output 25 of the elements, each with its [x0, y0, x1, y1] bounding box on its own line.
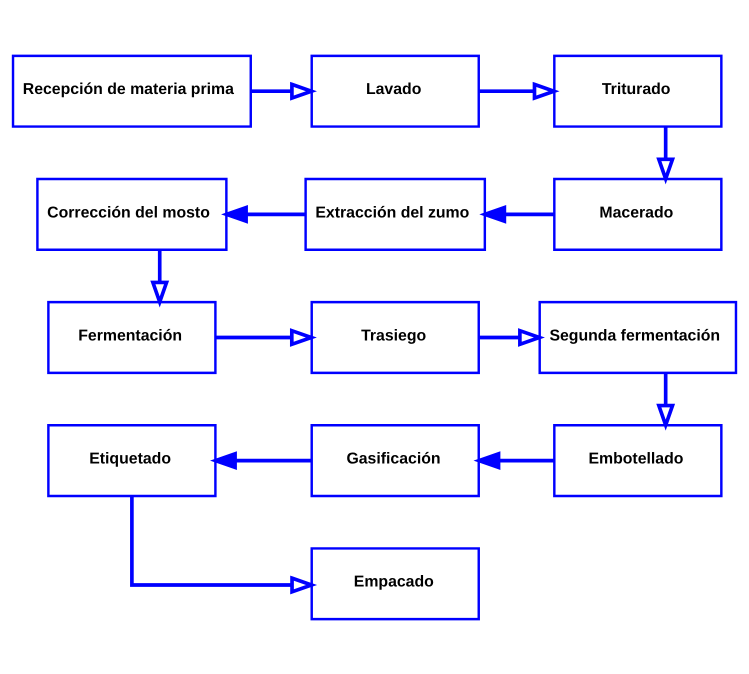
node-box: Triturado: [553, 54, 723, 128]
arrow: [210, 450, 312, 470]
arrow: [479, 204, 554, 224]
arrow: [479, 328, 545, 346]
arrow: [221, 204, 306, 224]
arrow: [250, 81, 317, 100]
node-box: Corrección del mosto: [36, 177, 228, 250]
node-box: Lavado: [310, 54, 480, 128]
arrow: [656, 126, 676, 184]
arrow: [150, 249, 170, 307]
arrow: [479, 81, 560, 100]
arrow: [130, 496, 318, 594]
node-box: Embotellado: [553, 424, 723, 497]
node-box: Extracción del zumo: [304, 177, 486, 250]
arrow: [216, 328, 317, 346]
node-box: Trasiego: [310, 300, 480, 374]
node-box: Macerado: [553, 177, 723, 250]
node-box: Etiquetado: [47, 424, 217, 497]
node-box: Recepción de materia prima: [12, 54, 252, 128]
node-box: Segunda fermentación: [538, 300, 738, 374]
arrow: [656, 372, 676, 430]
arrow: [474, 450, 554, 470]
node-box: Fermentación: [47, 300, 217, 374]
node-box: Gasificación: [310, 424, 480, 497]
node-box: Empacado: [310, 546, 480, 620]
